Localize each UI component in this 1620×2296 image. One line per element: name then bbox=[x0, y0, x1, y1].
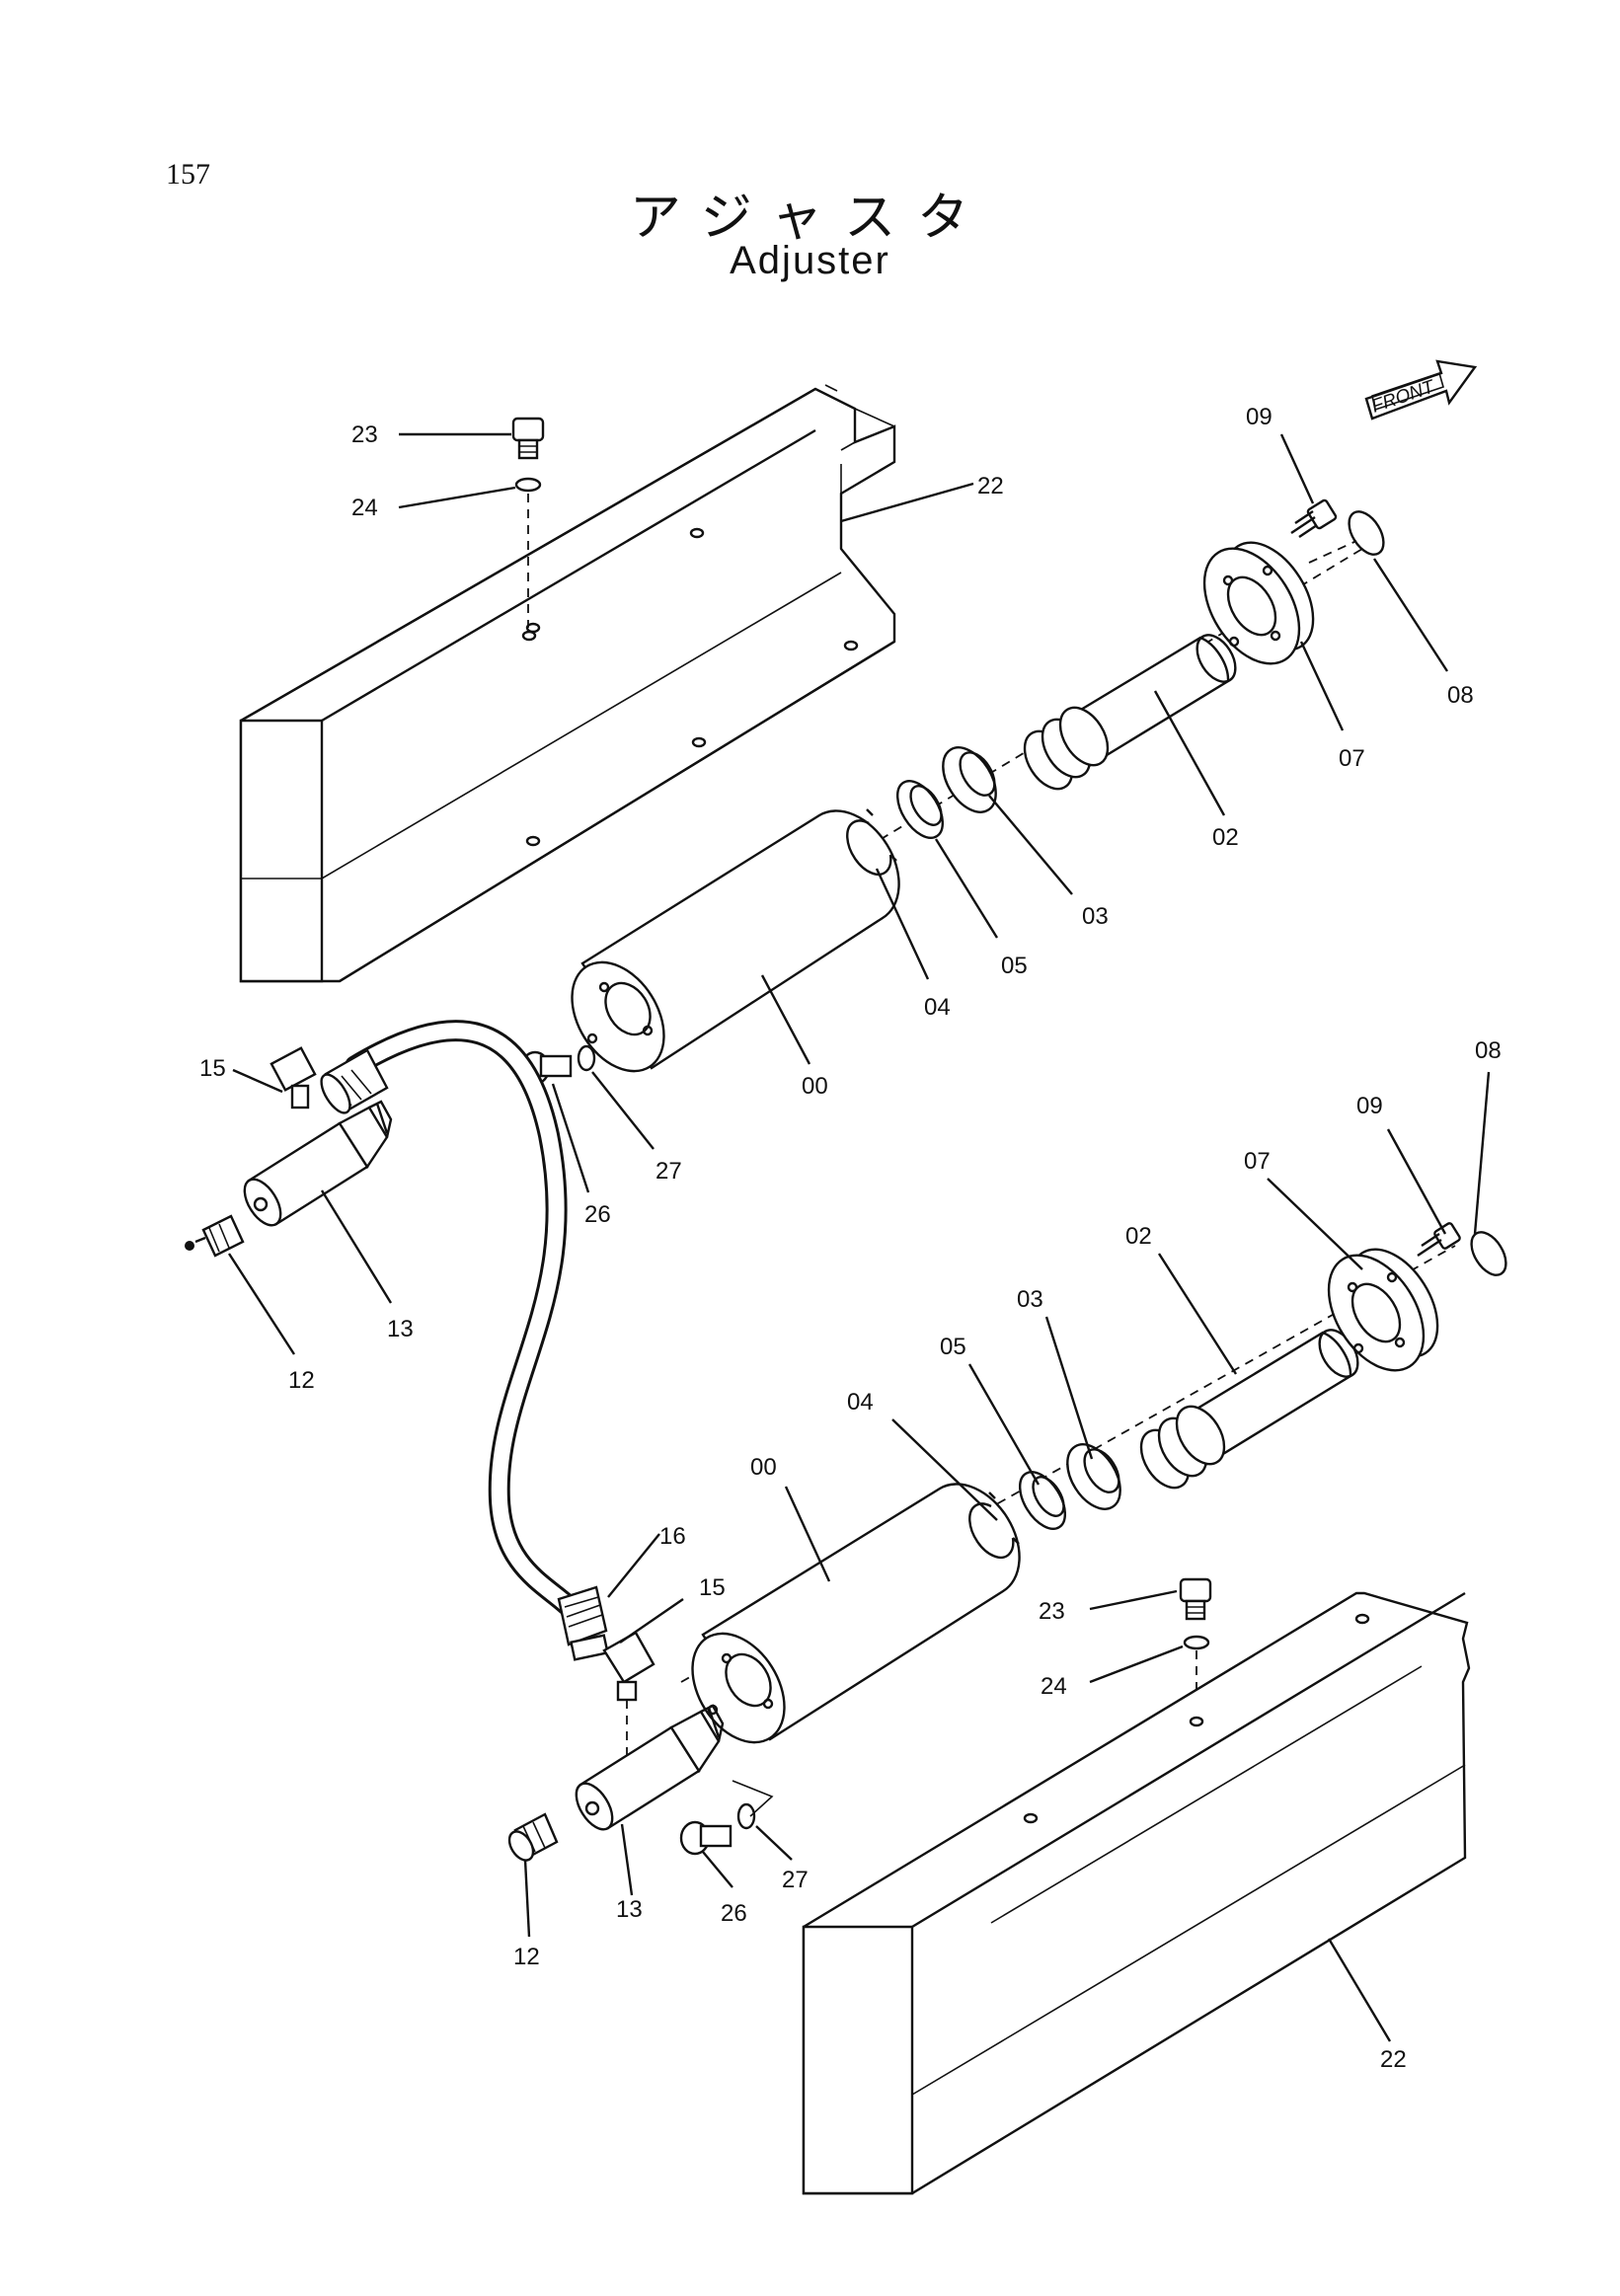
upper-snap-ring-04 bbox=[846, 808, 897, 877]
upper-rod-02 bbox=[1023, 634, 1237, 791]
callout-07: 07 bbox=[1339, 745, 1365, 772]
callout-07: 07 bbox=[1244, 1148, 1271, 1175]
callout-04: 04 bbox=[924, 994, 951, 1021]
callout-00: 00 bbox=[750, 1454, 777, 1481]
callout-24: 24 bbox=[1041, 1673, 1067, 1700]
upper-washer-27 bbox=[577, 1044, 596, 1072]
callout-02: 02 bbox=[1125, 1223, 1152, 1250]
upper-bolt-23 bbox=[511, 417, 545, 460]
callout-08: 08 bbox=[1447, 682, 1474, 709]
leader-lines bbox=[227, 432, 1491, 2042]
callout-22: 22 bbox=[1380, 2046, 1407, 2073]
upper-ring-05 bbox=[895, 780, 945, 839]
lower-snap-ring-04 bbox=[968, 1492, 1020, 1560]
upper-grease-nipple-12 bbox=[185, 1214, 245, 1258]
lower-screw-26 bbox=[679, 1820, 733, 1856]
callout-03: 03 bbox=[1017, 1286, 1043, 1313]
lower-washer-24 bbox=[1183, 1635, 1210, 1650]
callout-15: 15 bbox=[699, 1574, 726, 1601]
callout-09: 09 bbox=[1246, 404, 1273, 430]
callout-12: 12 bbox=[288, 1367, 315, 1394]
front-label: FRONT bbox=[1369, 376, 1438, 418]
lower-bolt-09 bbox=[1417, 1222, 1461, 1257]
lower-rod-02 bbox=[1139, 1329, 1359, 1490]
lower-grease-nipple-12 bbox=[507, 1812, 559, 1862]
page-title-japanese: アジャスタ bbox=[629, 189, 991, 248]
hose-16 bbox=[320, 1020, 609, 1661]
upper-bolt-09 bbox=[1290, 498, 1338, 538]
upper-bushing-03 bbox=[942, 746, 997, 813]
lower-elbow-15 bbox=[602, 1631, 656, 1702]
upper-elbow-15 bbox=[270, 1046, 317, 1110]
callout-04: 04 bbox=[847, 1389, 874, 1416]
callout-22: 22 bbox=[977, 473, 1004, 499]
front-arrow-marker: FRONT bbox=[1364, 359, 1478, 421]
callout-05: 05 bbox=[1001, 953, 1028, 979]
callout-05: 05 bbox=[940, 1334, 966, 1360]
callout-13: 13 bbox=[616, 1896, 643, 1923]
upper-flange-07 bbox=[1202, 541, 1315, 665]
lower-bolt-23 bbox=[1179, 1577, 1212, 1621]
page-title: Adjuster bbox=[730, 239, 890, 282]
callout-labels: 23 24 22 09 08 07 02 03 05 04 00 27 26 1… bbox=[199, 404, 1502, 2073]
callout-26: 26 bbox=[584, 1201, 611, 1228]
lower-ring-05 bbox=[1018, 1471, 1067, 1530]
lower-screw-guide bbox=[732, 1780, 774, 1817]
lower-cover-22 bbox=[802, 1591, 1471, 2195]
callout-26: 26 bbox=[721, 1900, 747, 1927]
upper-flange-axis bbox=[1308, 540, 1357, 564]
callout-08: 08 bbox=[1475, 1037, 1502, 1064]
callout-09: 09 bbox=[1356, 1093, 1383, 1119]
upper-washer-24 bbox=[514, 477, 542, 493]
callout-23: 23 bbox=[351, 421, 378, 448]
callout-12: 12 bbox=[513, 1944, 540, 1970]
upper-o-ring-08 bbox=[1348, 510, 1385, 556]
page-number: 157 bbox=[166, 158, 210, 191]
callout-16: 16 bbox=[659, 1523, 686, 1550]
callout-15: 15 bbox=[199, 1055, 226, 1082]
upper-cylinder-00 bbox=[571, 809, 900, 1073]
lower-flange-07 bbox=[1327, 1248, 1439, 1372]
callout-23: 23 bbox=[1039, 1598, 1065, 1625]
upper-cover-22 bbox=[239, 384, 896, 983]
lower-cylinder-00 bbox=[691, 1483, 1021, 1744]
callout-27: 27 bbox=[782, 1867, 809, 1893]
lower-bushing-03 bbox=[1066, 1443, 1121, 1510]
callout-02: 02 bbox=[1212, 824, 1239, 851]
callout-27: 27 bbox=[656, 1158, 682, 1185]
lower-washer-27 bbox=[736, 1802, 756, 1830]
upper-fitting-body-13 bbox=[243, 1100, 393, 1227]
callout-00: 00 bbox=[802, 1073, 828, 1100]
lower-fitting-body-13 bbox=[575, 1704, 725, 1831]
callout-03: 03 bbox=[1082, 903, 1109, 930]
callout-13: 13 bbox=[387, 1316, 414, 1342]
lower-o-ring-08 bbox=[1470, 1231, 1507, 1276]
callout-24: 24 bbox=[351, 495, 378, 521]
